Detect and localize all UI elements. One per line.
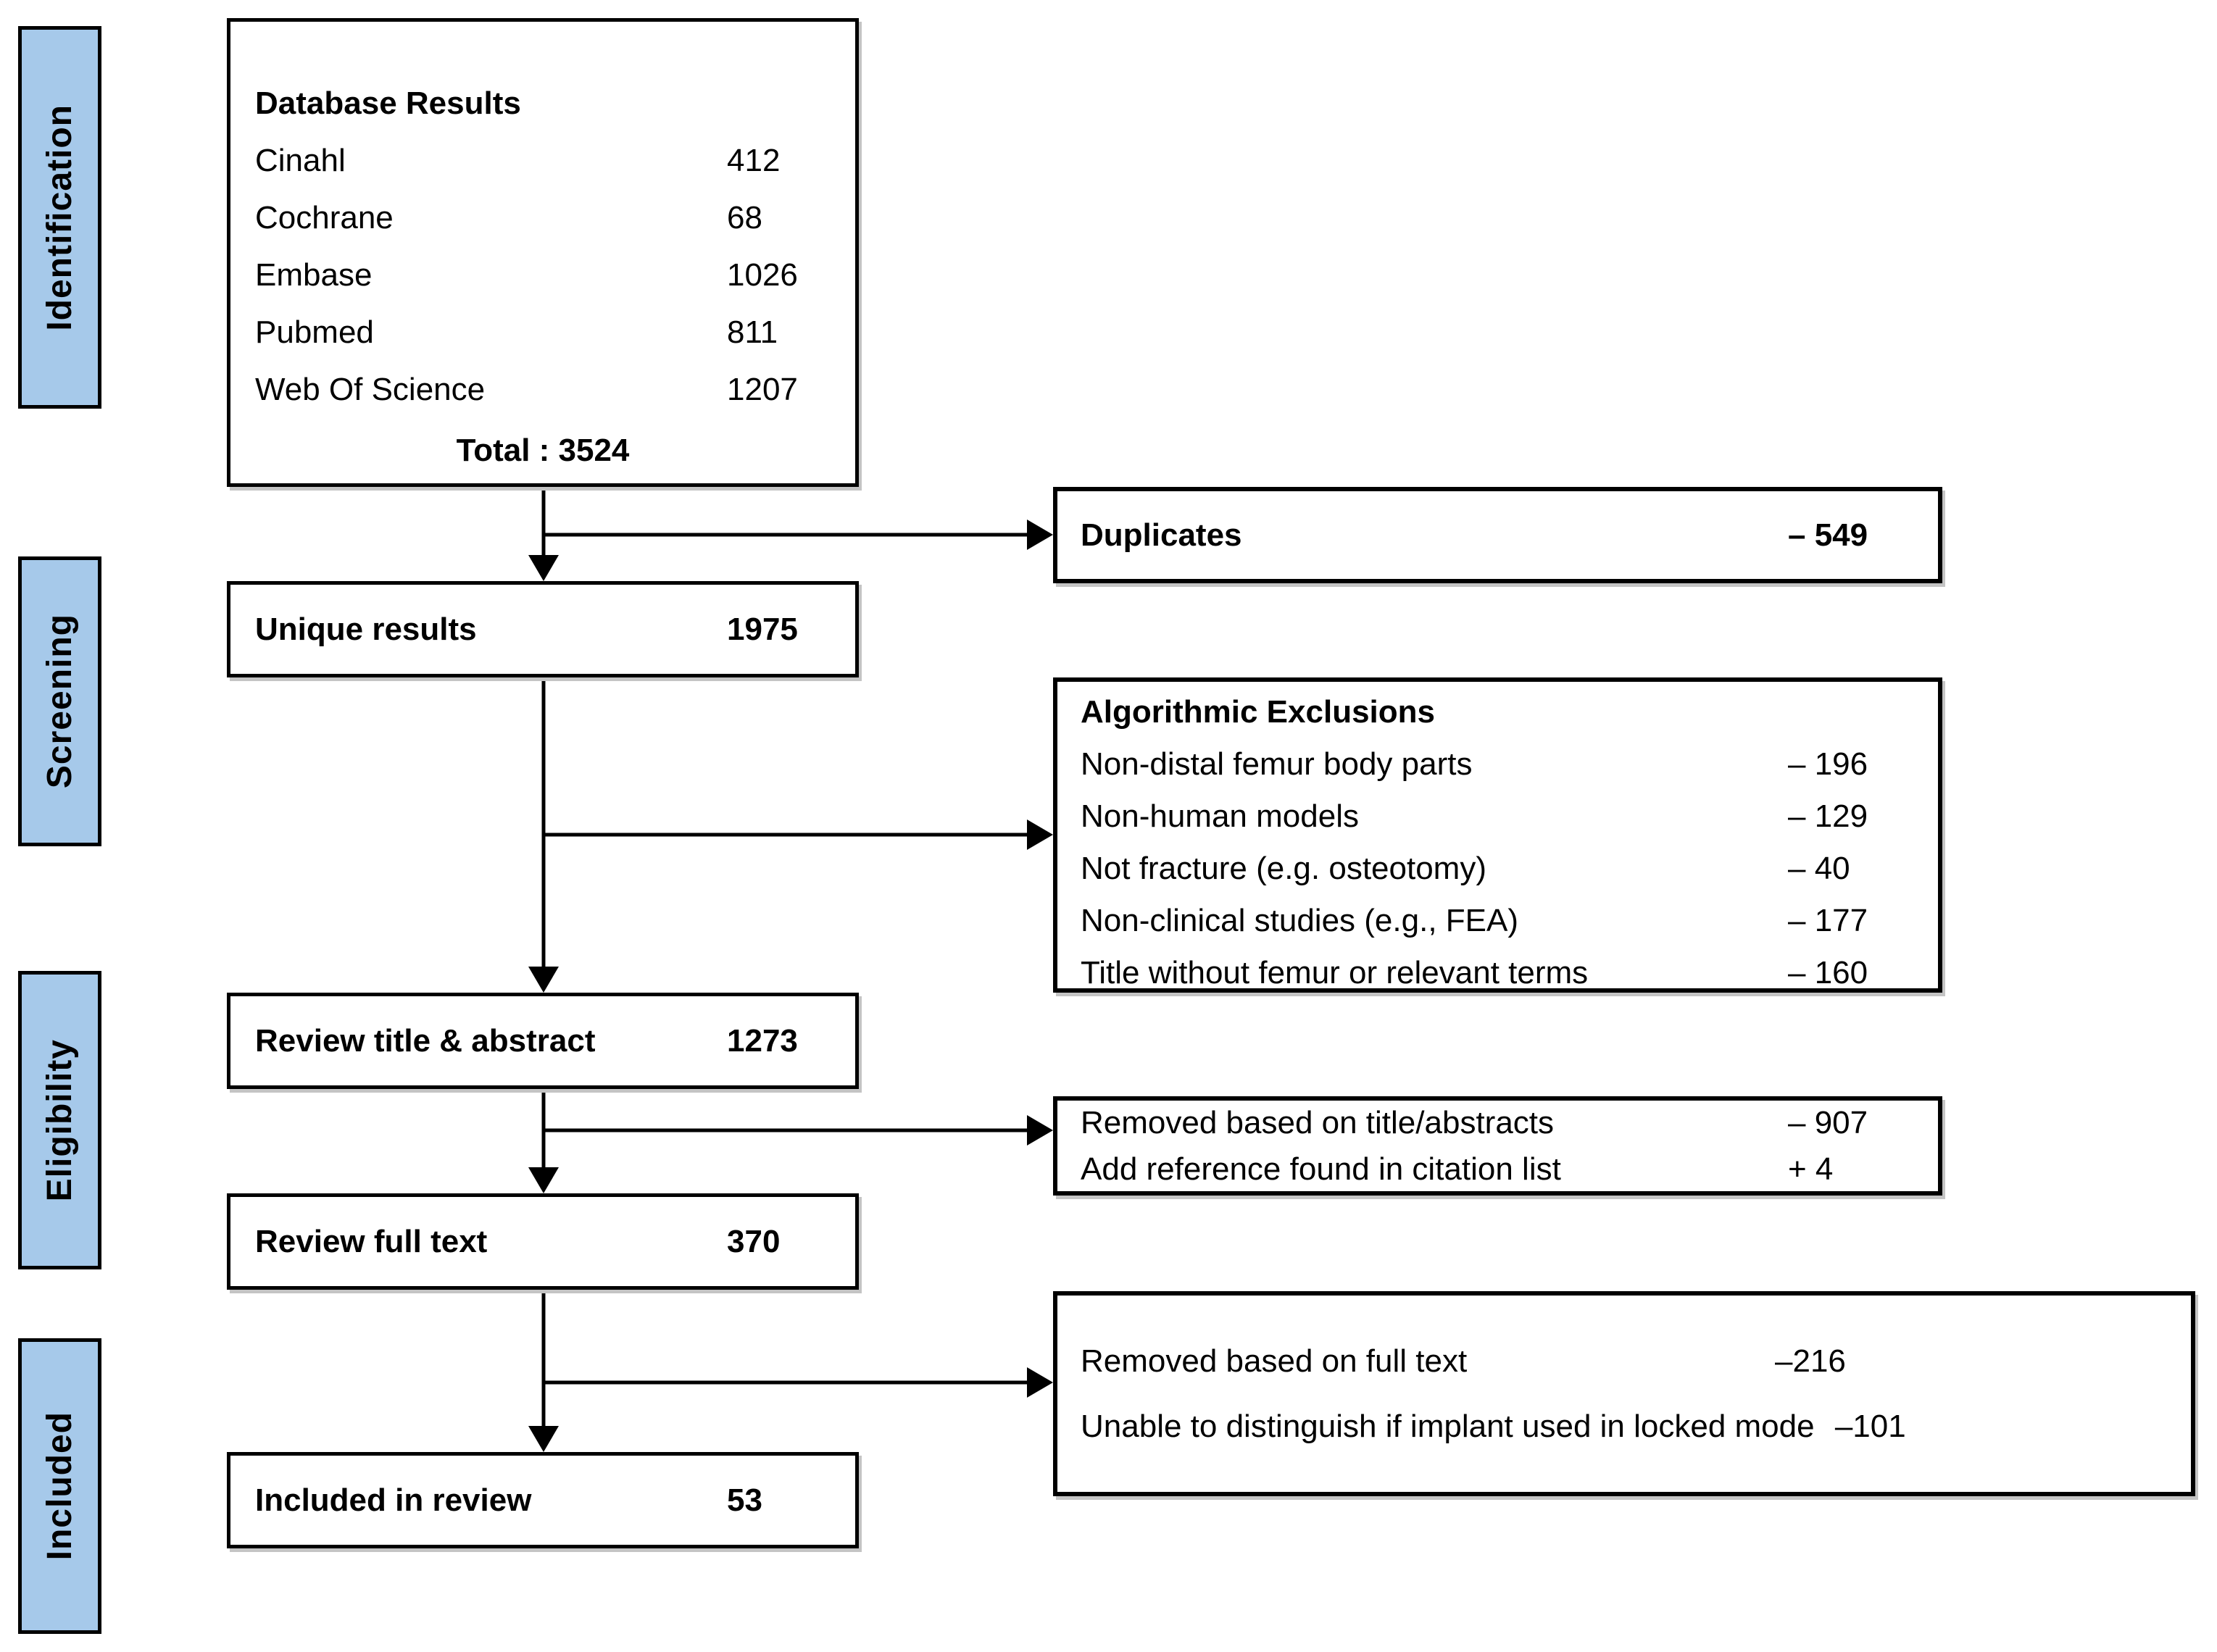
flow-box-label: Review title & abstract [255,1022,596,1059]
flow-box-count: 1273 [727,1022,798,1059]
removed-title-abstracts-box: Removed based on title/abstracts – 907 A… [1053,1096,1942,1196]
arrowhead-right-icon [1027,1115,1053,1146]
database-count: 1207 [727,372,798,407]
database-row: Cochrane 68 [230,189,855,246]
side-box-row: Title without femur or relevant terms – … [1057,947,1938,999]
side-row-value: + 4 [1788,1151,1834,1187]
side-box-row: Non-human models – 129 [1057,790,1938,843]
flow-box-label: Included in review [255,1482,532,1518]
database-source: Web Of Science [255,372,486,407]
database-results-box: Database Results Cinahl 412 Cochrane 68 … [227,18,859,487]
database-results-title: Database Results [230,75,855,132]
flow-box-count: 53 [727,1482,762,1518]
database-count: 68 [727,200,762,235]
arrowhead-down-icon [528,555,559,581]
side-box-row: Duplicates – 549 [1057,517,1938,554]
stage-label-screening: Screening [18,556,101,846]
side-row-label: Unable to distinguish if implant used in… [1081,1408,1815,1444]
side-row-label: Duplicates [1081,517,1242,553]
database-source: Cinahl [255,143,346,178]
side-box-row: Add reference found in citation list + 4 [1057,1146,1938,1193]
side-row-label: Non-distal femur body parts [1081,746,1473,782]
flow-box-label: Review full text [255,1223,488,1259]
arrowhead-down-icon [528,1426,559,1452]
flow-box-count: 1975 [727,611,798,647]
side-row-label: Non-clinical studies (e.g., FEA) [1081,903,1518,938]
arrowhead-right-icon [1027,520,1053,550]
database-source: Cochrane [255,200,394,235]
algorithmic-exclusions-box: Algorithmic Exclusions Non-distal femur … [1053,677,1942,993]
side-row-label: Add reference found in citation list [1081,1151,1561,1187]
review-full-text-box: Review full text 370 [227,1193,859,1290]
side-row-value: – 907 [1788,1104,1868,1140]
side-row-label: Not fracture (e.g. osteotomy) [1081,851,1486,886]
side-row-label: Removed based on full text [1081,1343,1468,1379]
side-box-row: Not fracture (e.g. osteotomy) – 40 [1057,843,1938,895]
database-count: 1026 [727,257,798,293]
stage-label-eligibility: Eligibility [18,971,101,1269]
database-row: Cinahl 412 [230,132,855,189]
database-source: Embase [255,257,373,293]
flow-box-label: Unique results [255,611,477,647]
stage-label-text: Eligibility [41,1038,79,1202]
arrowhead-right-icon [1027,1367,1053,1398]
review-title-abstract-box: Review title & abstract 1273 [227,993,859,1089]
side-row-label: Removed based on title/abstracts [1081,1104,1555,1140]
database-total: Total : 3524 [456,433,630,468]
side-row-value: –101 [1834,1408,1906,1444]
side-box-row: Removed based on full text –216 [1057,1329,2191,1394]
duplicates-box: Duplicates – 549 [1053,487,1942,583]
arrowhead-down-icon [528,1167,559,1193]
side-row-value: – 129 [1788,798,1868,834]
side-row-value: –216 [1775,1343,1846,1379]
side-box-row: Non-distal femur body parts – 196 [1057,738,1938,790]
stage-label-included: Included [18,1338,101,1634]
side-row-label: Title without femur or relevant terms [1081,955,1589,990]
stage-label-text: Screening [41,614,79,789]
stage-label-identification: Identification [18,26,101,409]
side-box-title: Algorithmic Exclusions [1057,686,1938,738]
side-row-value: – 40 [1788,851,1850,886]
side-row-label: Non-human models [1081,798,1359,834]
side-row-value: – 160 [1788,955,1868,990]
database-count: 811 [727,314,778,350]
database-row: Web Of Science 1207 [230,361,855,418]
box-title-text: Database Results [255,85,521,121]
removed-full-text-box: Removed based on full text –216 Unable t… [1053,1291,2195,1496]
side-box-row: Removed based on title/abstracts – 907 [1057,1100,1938,1146]
arrowhead-down-icon [528,967,559,993]
database-source: Pubmed [255,314,374,350]
side-row-value: – 196 [1788,746,1868,782]
arrowhead-right-icon [1027,819,1053,850]
included-in-review-box: Included in review 53 [227,1452,859,1548]
flow-box-count: 370 [727,1223,781,1259]
stage-label-text: Identification [41,104,79,331]
stage-label-text: Included [41,1411,79,1561]
database-row: Embase 1026 [230,246,855,304]
side-row-value: – 549 [1788,517,1868,553]
side-box-row: Unable to distinguish if implant used in… [1057,1394,2191,1459]
side-box-row: Non-clinical studies (e.g., FEA) – 177 [1057,895,1938,947]
unique-results-box: Unique results 1975 [227,581,859,677]
box-title-text: Algorithmic Exclusions [1081,694,1435,730]
side-row-value: – 177 [1788,903,1868,938]
database-count: 412 [727,143,781,178]
database-row: Pubmed 811 [230,304,855,361]
